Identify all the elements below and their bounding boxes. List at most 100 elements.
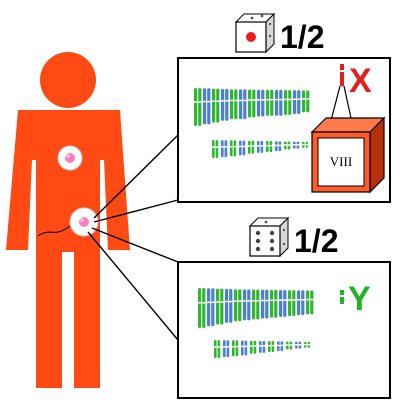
figure-right-leg bbox=[74, 248, 100, 388]
centromere bbox=[206, 301, 215, 304]
chromosome bbox=[212, 88, 216, 123]
chromosome bbox=[265, 289, 269, 319]
chromosome bbox=[226, 340, 230, 358]
chromosome bbox=[292, 290, 296, 317]
centromere bbox=[285, 344, 293, 346]
bottom-probability-label: 1/2 bbox=[294, 223, 338, 259]
chest-cell bbox=[57, 145, 83, 171]
chromosome bbox=[301, 290, 305, 316]
centromere bbox=[247, 145, 255, 147]
chromosome bbox=[216, 88, 220, 123]
chromosome bbox=[212, 140, 215, 158]
chromosome-box: VIII bbox=[310, 116, 386, 194]
centromere bbox=[220, 100, 229, 102]
centromere bbox=[301, 98, 310, 100]
centromere bbox=[231, 345, 239, 348]
x-chromosome-label: X bbox=[349, 62, 372, 100]
chromosome bbox=[248, 89, 252, 118]
chromosome bbox=[225, 88, 229, 121]
chromosome bbox=[221, 140, 224, 158]
chromosome bbox=[216, 288, 220, 325]
centromere bbox=[240, 345, 248, 348]
centromere bbox=[211, 100, 220, 102]
chromosome bbox=[253, 340, 257, 354]
chromosome bbox=[271, 341, 275, 353]
centromere bbox=[251, 300, 260, 302]
centromere bbox=[215, 301, 224, 303]
centromere bbox=[238, 99, 247, 102]
chromosome bbox=[220, 288, 224, 325]
chromosome bbox=[207, 88, 211, 125]
bottom-panel: 1/2 Y bbox=[177, 216, 391, 399]
chromosome bbox=[283, 289, 287, 317]
figure-torso bbox=[6, 110, 130, 252]
human-figure bbox=[6, 52, 130, 388]
bottom-panel-frame bbox=[177, 261, 391, 399]
centromere bbox=[233, 300, 242, 302]
chromosome bbox=[268, 341, 271, 353]
chromosome bbox=[233, 140, 237, 157]
chromosome bbox=[234, 289, 238, 322]
chromosome bbox=[241, 340, 244, 356]
chromosome bbox=[274, 289, 278, 318]
centromere bbox=[193, 101, 202, 103]
chromosome bbox=[279, 289, 283, 317]
centromere bbox=[265, 144, 273, 147]
bottom-chromosome-set bbox=[197, 288, 314, 358]
chromosome bbox=[244, 340, 248, 356]
centromere bbox=[303, 343, 311, 346]
chromosome bbox=[223, 340, 226, 358]
chromosome bbox=[261, 289, 265, 319]
centromere bbox=[276, 344, 284, 347]
chromosome bbox=[194, 88, 198, 126]
centromere bbox=[296, 299, 305, 301]
chromosome bbox=[243, 289, 247, 321]
y-chromosome-label: Y bbox=[348, 280, 371, 318]
chromosome bbox=[202, 288, 206, 328]
centromere bbox=[258, 345, 266, 347]
chromosome bbox=[221, 88, 225, 121]
chromosome bbox=[234, 89, 238, 120]
centromere bbox=[249, 345, 257, 347]
centromere bbox=[213, 346, 221, 348]
top-panel: 1/2 X VIII bbox=[177, 12, 391, 203]
centromere bbox=[202, 100, 211, 103]
chromosome bbox=[250, 340, 253, 354]
chromosome bbox=[198, 288, 202, 328]
chromosome bbox=[225, 288, 229, 323]
centromere bbox=[278, 299, 287, 301]
centromere bbox=[305, 298, 314, 301]
centromere bbox=[283, 98, 292, 101]
top-chromosome-set bbox=[193, 88, 310, 158]
chromosome bbox=[243, 89, 247, 120]
centromere bbox=[197, 302, 206, 304]
y-chromosome-marker: Y bbox=[340, 280, 371, 318]
centromere bbox=[224, 300, 233, 303]
chromosome bbox=[270, 289, 274, 318]
chromosome bbox=[238, 289, 242, 322]
centromere bbox=[229, 99, 238, 102]
chromosome bbox=[256, 289, 260, 320]
centromere bbox=[274, 98, 283, 101]
centromere bbox=[274, 144, 282, 147]
chromosome bbox=[269, 141, 273, 153]
chromosome bbox=[270, 89, 274, 116]
chromosome bbox=[239, 140, 242, 156]
chromosome bbox=[217, 340, 221, 358]
centromere bbox=[294, 344, 302, 346]
chromosome bbox=[279, 89, 283, 116]
top-probability-label: 1/2 bbox=[280, 19, 324, 55]
centromere bbox=[265, 98, 274, 101]
chromosome bbox=[306, 90, 310, 113]
centromere bbox=[269, 299, 278, 302]
connector-lines bbox=[87, 134, 179, 341]
centromere bbox=[287, 299, 296, 301]
chromosome bbox=[266, 89, 270, 116]
centromere bbox=[220, 146, 228, 148]
chromosome bbox=[293, 90, 297, 115]
centromere bbox=[301, 143, 309, 146]
figure-head bbox=[40, 52, 96, 108]
chromosome bbox=[297, 290, 301, 316]
chromosome bbox=[257, 140, 260, 153]
die-one-red-dot-icon bbox=[234, 12, 276, 54]
